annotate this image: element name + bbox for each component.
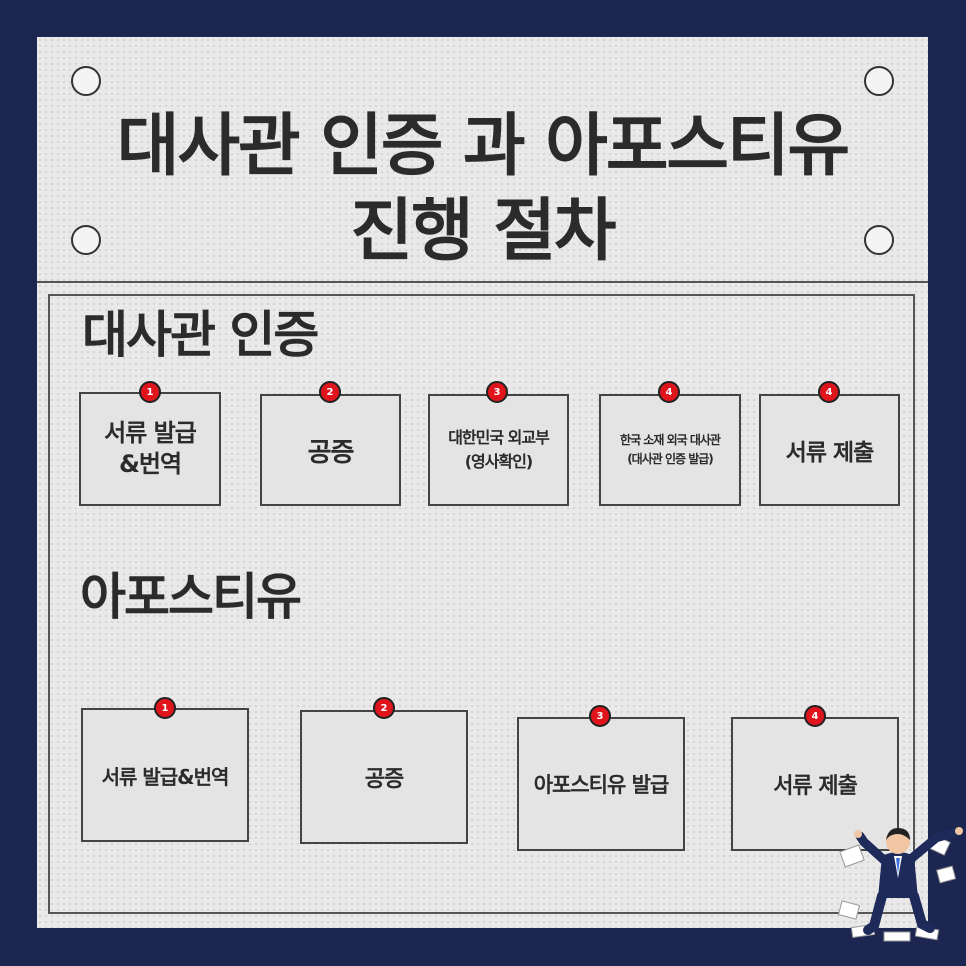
- header-divider: [37, 281, 928, 283]
- section-title-embassy: 대사관 인증: [82, 306, 319, 364]
- embassy-step-3-badge: 3: [486, 381, 508, 403]
- apostille-step-2-badge: 2: [373, 697, 395, 719]
- apostille-step-4: 서류 제출: [731, 717, 899, 851]
- hole-bottom-right: [864, 225, 894, 255]
- embassy-step-5: 서류 제출: [759, 394, 900, 506]
- apostille-step-1: 서류 발급&번역: [81, 708, 249, 842]
- page-title-line1: 대사관 인증 과 아포스티유: [116, 107, 850, 186]
- stressed-businessman-icon: [838, 827, 963, 942]
- hole-top-right: [864, 66, 894, 96]
- embassy-step-5-badge: 4: [818, 381, 840, 403]
- embassy-step-1: 서류 발급 &번역: [79, 392, 221, 506]
- embassy-step-3: 대한민국 외교부 (영사확인): [428, 394, 569, 506]
- embassy-step-2-badge: 2: [319, 381, 341, 403]
- hole-top-left: [71, 66, 101, 96]
- apostille-step-3-badge: 3: [589, 705, 611, 727]
- embassy-step-4: 한국 소재 외국 대사관 (대사관 인증 발급): [599, 394, 741, 506]
- embassy-step-4-badge: 4: [658, 381, 680, 403]
- embassy-step-1-badge: 1: [139, 381, 161, 403]
- hole-bottom-left: [71, 225, 101, 255]
- apostille-step-2: 공증: [300, 710, 468, 844]
- apostille-step-1-badge: 1: [154, 697, 176, 719]
- apostille-step-4-badge: 4: [804, 705, 826, 727]
- embassy-step-2: 공증: [260, 394, 401, 506]
- apostille-step-3: 아포스티유 발급: [517, 717, 685, 851]
- section-title-apostille: 아포스티유: [80, 568, 302, 626]
- page-title-line2: 진행 절차: [350, 192, 617, 271]
- content-frame: [48, 294, 915, 914]
